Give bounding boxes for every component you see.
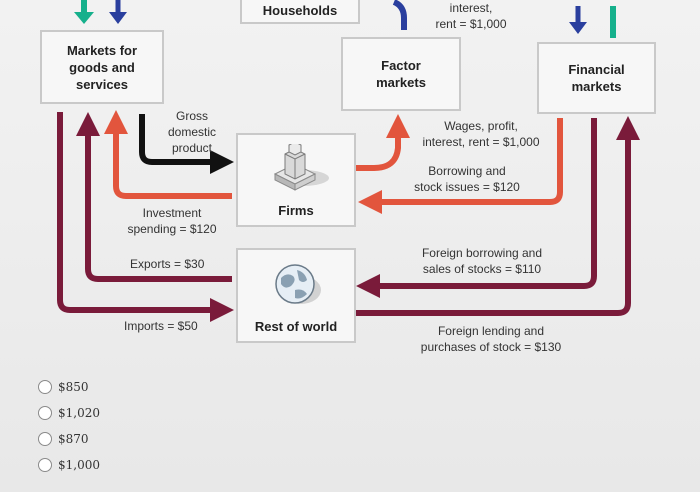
- investment-flow-arrow: [104, 110, 232, 199]
- markets-goods-box: Markets for goods and services: [40, 30, 164, 104]
- households-box: Households: [240, 0, 360, 24]
- option-label: $1,020: [58, 406, 100, 420]
- radio-button[interactable]: [38, 458, 52, 472]
- option-4[interactable]: $1,000: [38, 452, 100, 478]
- firms-building-icon: [273, 144, 329, 191]
- foreign-borrowing-label: Foreign borrowing and sales of stocks = …: [421, 246, 543, 276]
- firms-box: Firms: [236, 133, 356, 227]
- markets-goods-label: Markets for goods and services: [66, 42, 138, 92]
- rest-of-world-box: Rest of world: [236, 248, 356, 343]
- option-2[interactable]: $1,020: [38, 400, 100, 426]
- blue-curve-top: [392, 0, 407, 30]
- imports-label: Imports = $50: [124, 319, 198, 333]
- option-label: $870: [58, 432, 89, 446]
- financial-markets-label: Financial markets: [568, 62, 625, 94]
- firms-to-factor-arrow: [356, 114, 410, 171]
- households-label: Households: [262, 2, 338, 18]
- foreign-borrowing-flow-arrow: [356, 118, 597, 298]
- investment-label: Investment spending = $120: [127, 206, 217, 236]
- option-1[interactable]: $850: [38, 374, 100, 400]
- globe-icon: [275, 264, 321, 304]
- interest-rent-label: interest, rent = $1,000: [435, 1, 507, 31]
- radio-button[interactable]: [38, 380, 52, 394]
- blue-arrowhead-top-left: [109, 12, 127, 24]
- firms-label: Firms: [278, 203, 314, 218]
- answer-options: $850 $1,020 $870 $1,000: [38, 374, 100, 478]
- imports-flow-arrow: [57, 112, 234, 322]
- borrowing-flow-arrow: [358, 118, 563, 214]
- financial-markets-box: Financial markets: [537, 42, 656, 114]
- factor-markets-box: Factor markets: [341, 37, 461, 111]
- rest-of-world-label: Rest of world: [254, 319, 338, 334]
- exports-flow-arrow: [76, 112, 232, 282]
- gdp-flow-arrow: [139, 114, 234, 174]
- option-label: $850: [58, 380, 89, 394]
- foreign-lending-label: Foreign lending and purchases of stock =…: [420, 324, 562, 354]
- foreign-lending-flow-arrow: [356, 116, 640, 316]
- factor-markets-label: Factor markets: [376, 58, 426, 90]
- wages-label: Wages, profit, interest, rent = $1,000: [422, 119, 540, 149]
- radio-button[interactable]: [38, 406, 52, 420]
- option-label: $1,000: [58, 458, 100, 472]
- option-3[interactable]: $870: [38, 426, 100, 452]
- radio-button[interactable]: [38, 432, 52, 446]
- blue-arrowhead-top-right: [569, 22, 587, 34]
- borrowing-label: Borrowing and stock issues = $120: [414, 164, 520, 194]
- exports-label: Exports = $30: [130, 257, 205, 271]
- gdp-label: Gross domestic product: [167, 109, 217, 155]
- teal-arrowhead-top-left: [74, 12, 94, 24]
